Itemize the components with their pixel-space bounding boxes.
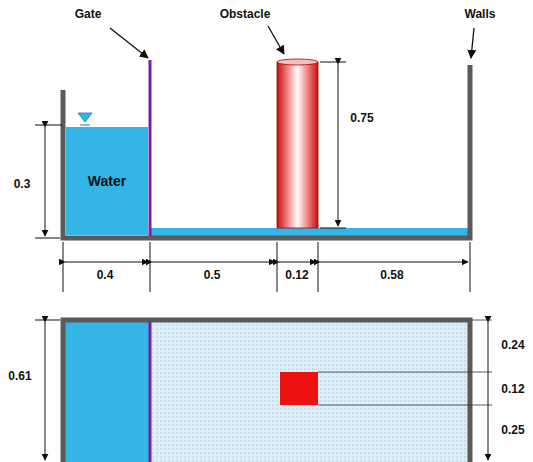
dimension-label: 0.24 <box>501 339 524 351</box>
dimension-label: 0.58 <box>380 269 403 281</box>
callout-label: Obstacle <box>220 8 271 20</box>
dimension-label: 0.25 <box>501 424 524 436</box>
dimension-label: 0.75 <box>350 112 373 124</box>
water-region: Water <box>66 127 148 235</box>
dimension-label: 0.12 <box>285 269 308 281</box>
callout-label: Walls <box>465 8 496 20</box>
dimension-label: 0.61 <box>8 370 31 382</box>
dimension-label: 0.4 <box>97 269 114 281</box>
dimension-label: 0.3 <box>14 178 31 190</box>
dimension-label: 0.5 <box>204 269 221 281</box>
region-label: Water <box>88 173 126 189</box>
callout-label: Gate <box>75 8 102 20</box>
dimension-label: 0.12 <box>501 383 524 395</box>
